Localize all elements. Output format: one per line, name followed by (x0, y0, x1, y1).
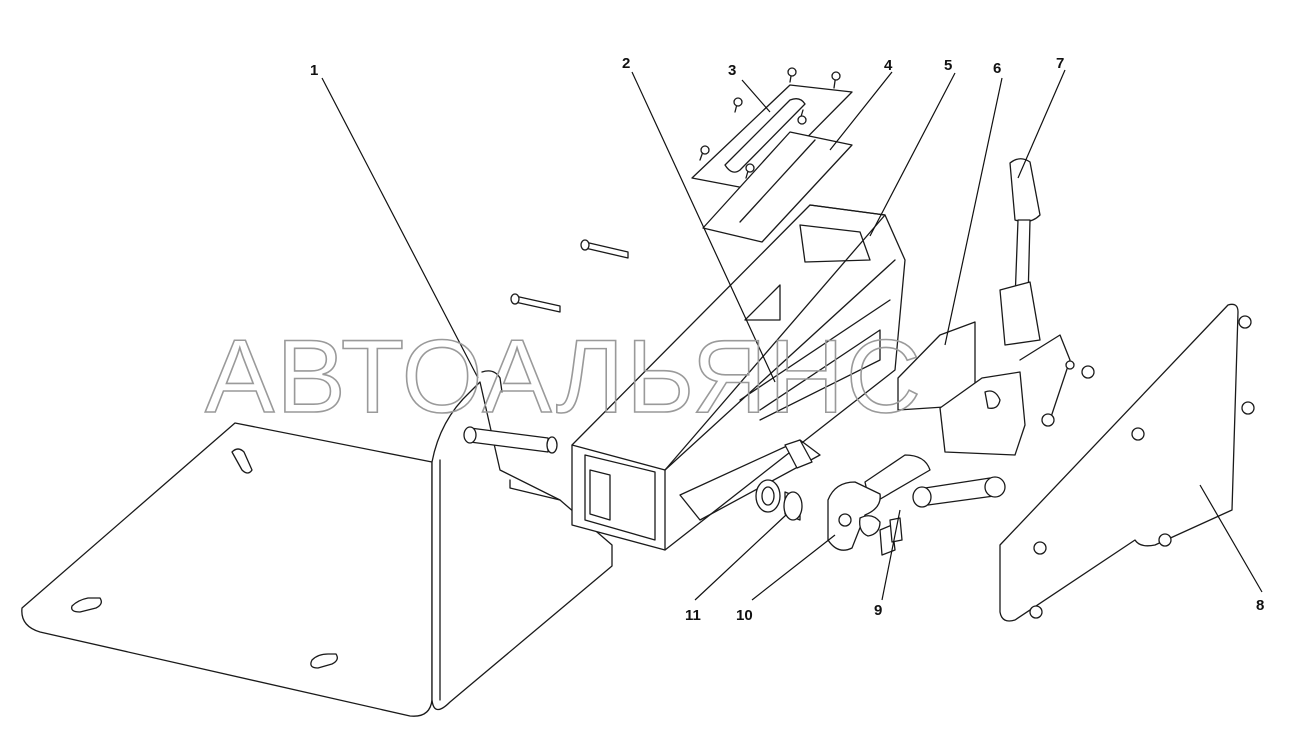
callout-3: 3 (728, 62, 736, 79)
leader-lines (321, 69, 1263, 601)
callout-8: 8 (1256, 597, 1264, 614)
part-9-linkage (864, 454, 1006, 556)
part-3-top-cover (691, 67, 853, 191)
part-4-gasket (702, 131, 853, 243)
base-pin (463, 370, 558, 454)
watermark-text: АВТОАЛЬЯНС (205, 319, 923, 435)
part-1-base-plate (21, 381, 613, 717)
callout-11: 11 (685, 607, 701, 624)
callout-5: 5 (944, 57, 952, 74)
part-10-lever-plate (827, 481, 881, 551)
part-11-bushing (755, 479, 803, 521)
part-5-housing (571, 204, 906, 551)
callout-2: 2 (622, 55, 630, 72)
callout-7: 7 (1056, 55, 1064, 72)
callout-6: 6 (993, 60, 1001, 77)
callout-labels: 1 2 3 4 5 6 7 8 9 10 11 (310, 55, 1264, 624)
part-7-lever (939, 158, 1095, 456)
callout-4: 4 (884, 57, 893, 74)
callout-9: 9 (874, 602, 882, 619)
part-8-side-cover (999, 303, 1255, 622)
loose-bolts (510, 239, 629, 313)
callout-1: 1 (310, 62, 318, 79)
callout-10: 10 (736, 607, 753, 624)
part-6-block (897, 321, 976, 411)
